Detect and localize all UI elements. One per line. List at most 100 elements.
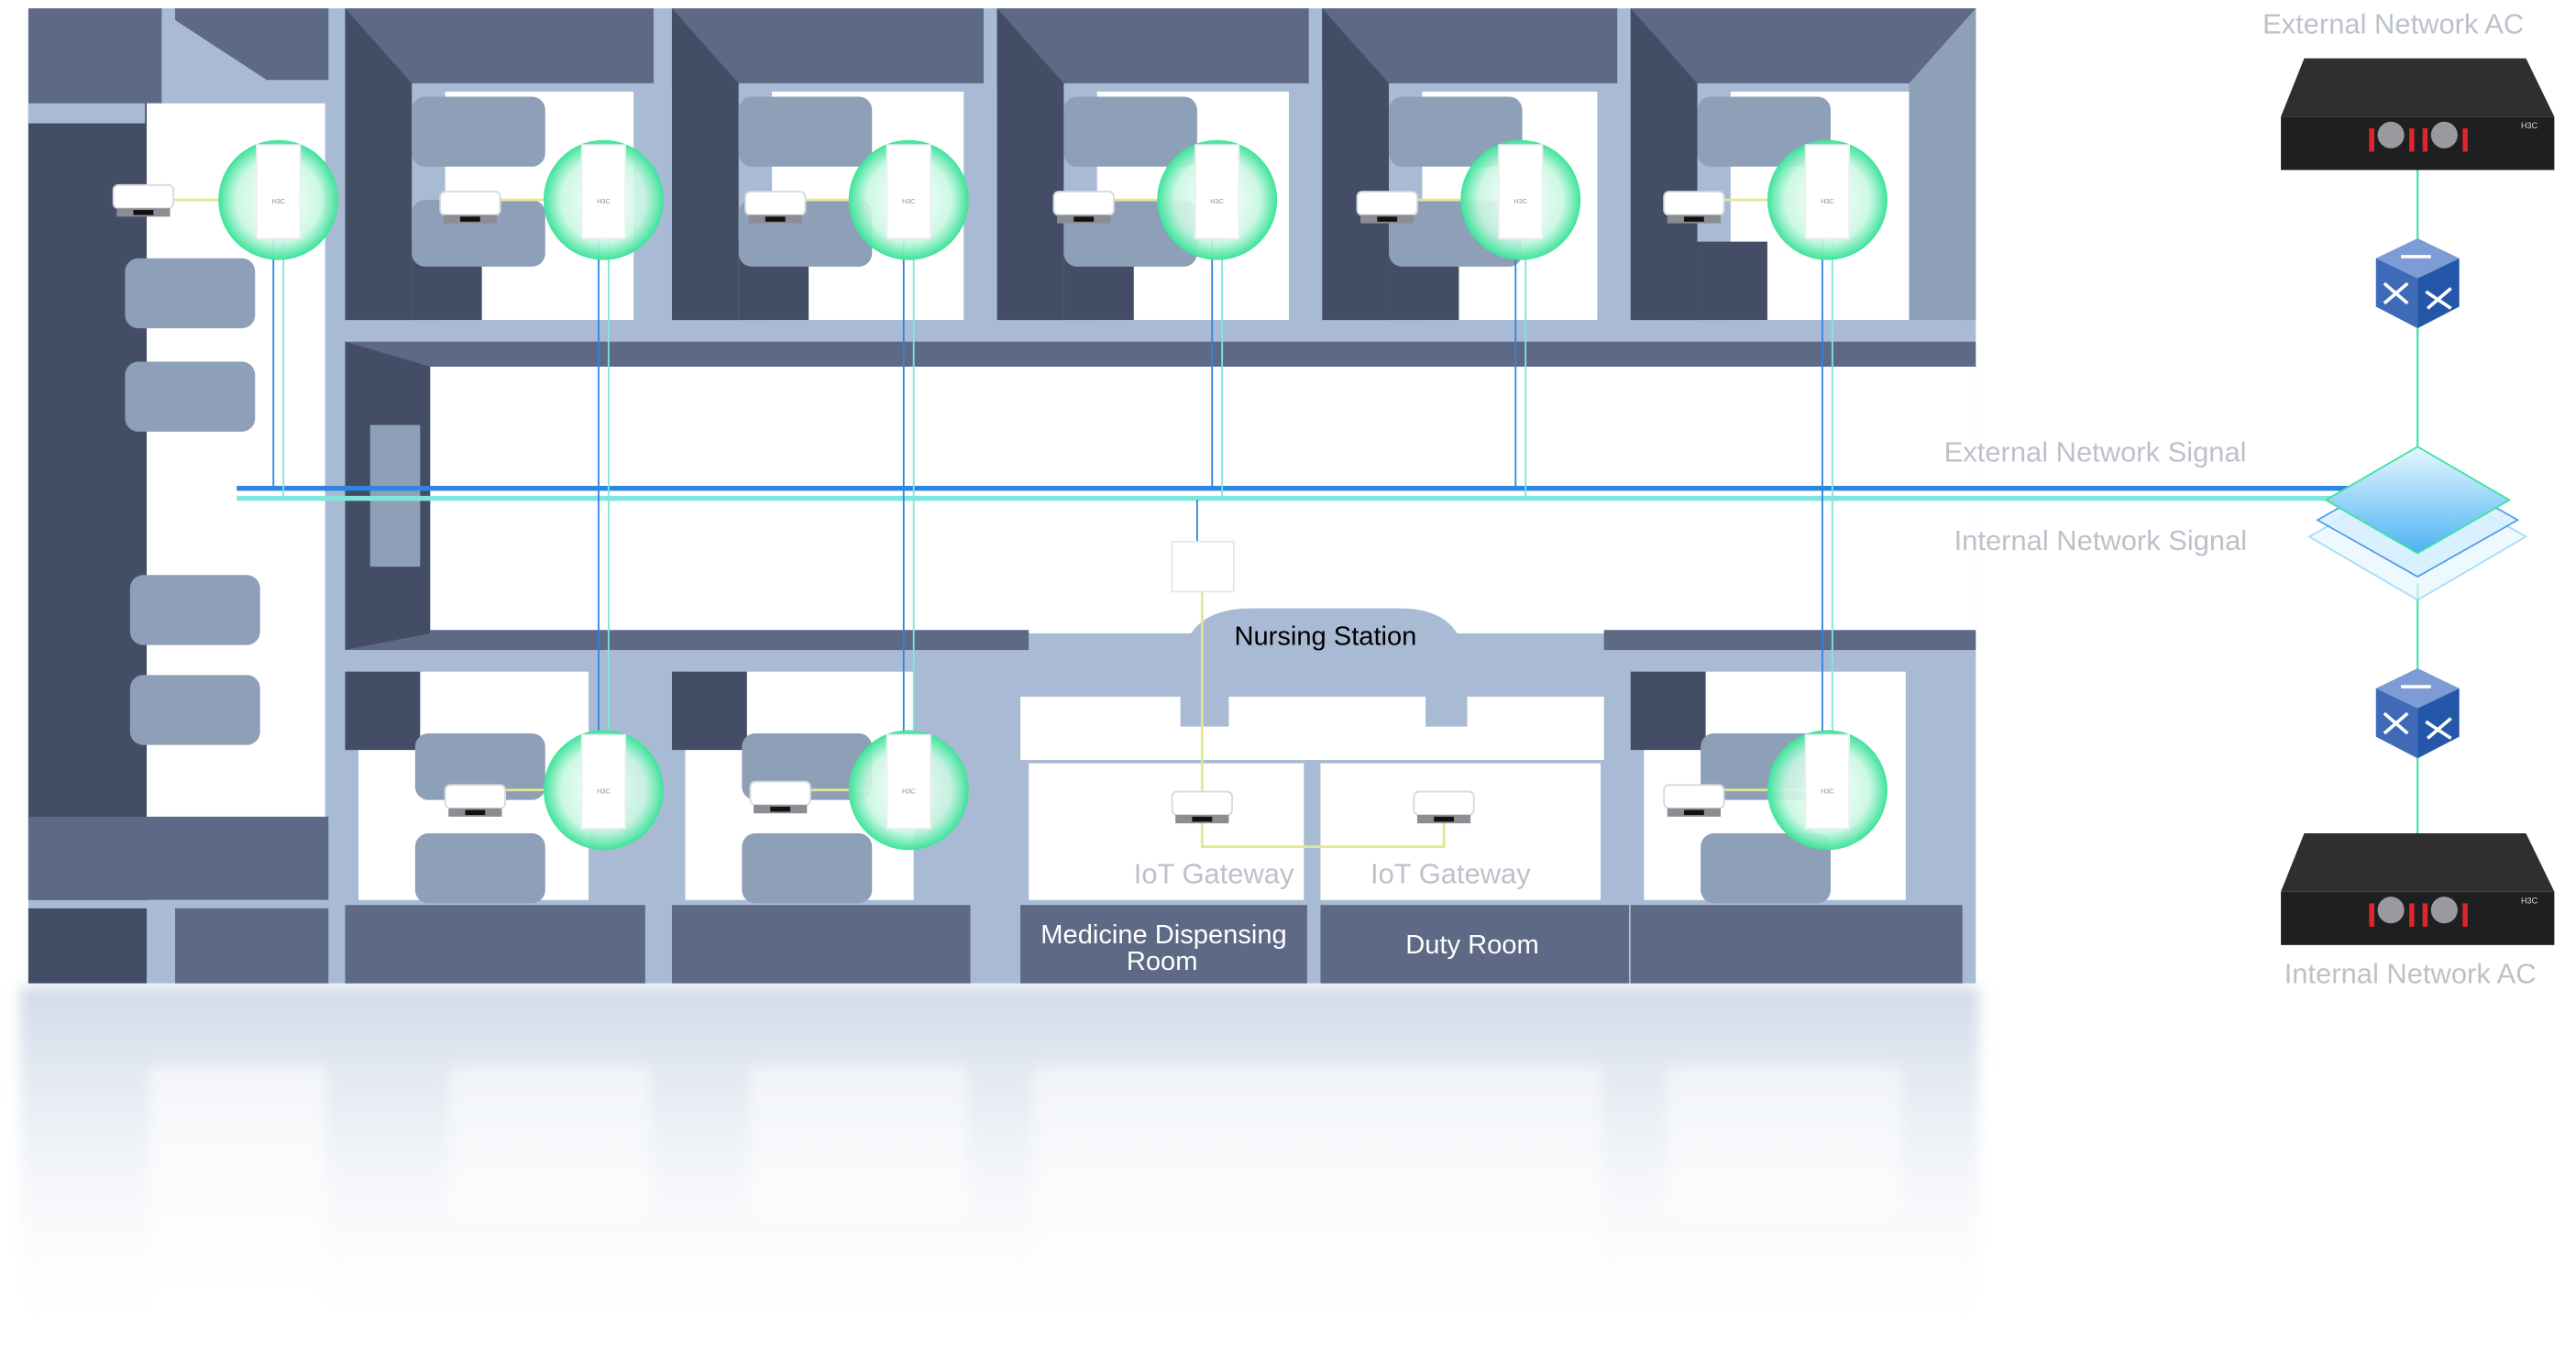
ap-brand-label: H3C: [597, 197, 611, 205]
medicine-dispensing-room-label: Medicine Dispensing: [1040, 920, 1286, 950]
outer-wall: [1909, 8, 1976, 321]
room-top-2: [671, 8, 985, 321]
arrows-icon: [2383, 685, 2452, 740]
iot-gateway[interactable]: [444, 784, 506, 817]
wireless-access-point[interactable]: H3C: [543, 730, 664, 851]
bed: [1063, 96, 1197, 167]
iot-gateway[interactable]: [1663, 191, 1725, 224]
gateway-body: [1356, 191, 1418, 216]
fan-icon: [2430, 121, 2458, 149]
external-signal-label: External Network Signal: [1944, 436, 2247, 468]
room-cabinet: [671, 671, 747, 751]
gateway-body: [1171, 790, 1233, 816]
external-ac-label: External Network AC: [2262, 7, 2524, 39]
gateway-port: [1683, 809, 1704, 816]
ap-body: [886, 144, 931, 239]
ap-body: [580, 733, 626, 830]
iot-gateway[interactable]: [1356, 191, 1418, 224]
bed: [129, 575, 260, 645]
gateway-body: [749, 780, 811, 807]
switch-cube-icon: [2375, 237, 2460, 329]
switch-top-panel: [2281, 833, 2555, 892]
ap-body: [256, 144, 302, 239]
ceiling-ap: [1171, 540, 1235, 593]
room-side-wall: [1630, 8, 1698, 321]
switch-front-panel: [2281, 891, 2555, 945]
gateway-port: [770, 806, 791, 812]
gateway-body: [444, 784, 506, 809]
wireless-access-point[interactable]: H3C: [1157, 139, 1278, 260]
devices: H3C H3C H3C H3C H3C H3C H3C H3C H3C: [112, 139, 1888, 851]
gateway-port: [765, 216, 786, 222]
arrows-icon: [2383, 255, 2452, 310]
iot-gateway[interactable]: [1171, 790, 1233, 824]
iot-gateway[interactable]: [1413, 790, 1475, 824]
room-top-4: [1322, 8, 1618, 321]
bed: [125, 361, 256, 432]
floor-reflection: [19, 986, 1979, 1362]
room-back-wall: [1630, 8, 1976, 83]
iot-gateway[interactable]: [1052, 191, 1115, 224]
ap-body: [1804, 733, 1850, 830]
switch-brand-label: H3C: [2521, 896, 2538, 905]
gateway-body: [744, 191, 807, 216]
switch-front-panel: [2281, 116, 2555, 171]
wireless-access-point[interactable]: H3C: [543, 139, 664, 260]
wireless-access-point[interactable]: H3C: [1767, 139, 1888, 260]
room-side-wall: [345, 8, 413, 321]
nursing-station-label: Nursing Station: [1234, 622, 1416, 652]
fan-latch: [2369, 127, 2374, 152]
fan-latch: [2462, 127, 2468, 152]
gateway-body: [1052, 191, 1115, 216]
wireless-access-point[interactable]: H3C: [848, 730, 969, 851]
iot-gateway-label: IoT Gateway: [1371, 858, 1531, 890]
iot-gateway[interactable]: [1663, 784, 1725, 817]
wireless-access-point[interactable]: H3C: [1460, 139, 1581, 260]
bed: [738, 96, 873, 167]
bed: [129, 675, 260, 745]
fabric-core: [2307, 446, 2528, 601]
iot-gateway[interactable]: [744, 191, 807, 224]
bed: [414, 833, 545, 904]
wireless-access-point[interactable]: H3C: [1767, 730, 1888, 851]
iot-gateway[interactable]: [112, 183, 175, 217]
fan-latch: [2462, 903, 2468, 927]
medicine-dispensing-room-label-line2: Room: [1127, 947, 1198, 976]
gateway-port: [459, 216, 480, 222]
iot-link: [1200, 820, 1446, 848]
fan-icon: [2377, 897, 2405, 924]
switch-top-panel: [2281, 58, 2555, 117]
internal-ac-label: Internal Network AC: [2284, 958, 2537, 990]
room-top-3: [996, 8, 1309, 321]
fan-icon: [2377, 121, 2405, 149]
iot-gateway[interactable]: [749, 780, 811, 814]
room-cabinet: [1697, 241, 1767, 321]
room-front-wall: [671, 905, 971, 984]
room-bottom-2: [671, 671, 971, 984]
duty-room-label: Duty Room: [1405, 930, 1538, 960]
ap-body: [580, 144, 626, 239]
fan-latch: [2409, 903, 2415, 927]
internal-network-ac-switch[interactable]: H3C: [2281, 833, 2555, 945]
gateway-port: [1434, 816, 1454, 822]
fan-latch: [2409, 127, 2415, 152]
gateway-port: [1073, 216, 1095, 222]
room-cabinet: [1630, 671, 1706, 751]
fan-latch: [2422, 127, 2428, 152]
wireless-access-point[interactable]: H3C: [848, 139, 969, 260]
fan-latch: [2422, 903, 2428, 927]
ap-brand-label: H3C: [902, 787, 916, 795]
gateway-body: [112, 183, 175, 210]
gateway-body: [1413, 790, 1475, 816]
room-cabinet: [345, 671, 421, 751]
ap-brand-label: H3C: [1210, 197, 1224, 205]
wireless-access-point[interactable]: H3C: [218, 139, 339, 260]
ap-body: [886, 733, 931, 830]
external-network-ac-switch[interactable]: H3C: [2281, 58, 2555, 171]
switch-brand-label: H3C: [2521, 121, 2538, 130]
ap-brand-label: H3C: [1514, 197, 1527, 205]
room-side-wall: [996, 8, 1064, 321]
gateway-port: [133, 210, 154, 215]
iot-gateway[interactable]: [439, 191, 501, 224]
